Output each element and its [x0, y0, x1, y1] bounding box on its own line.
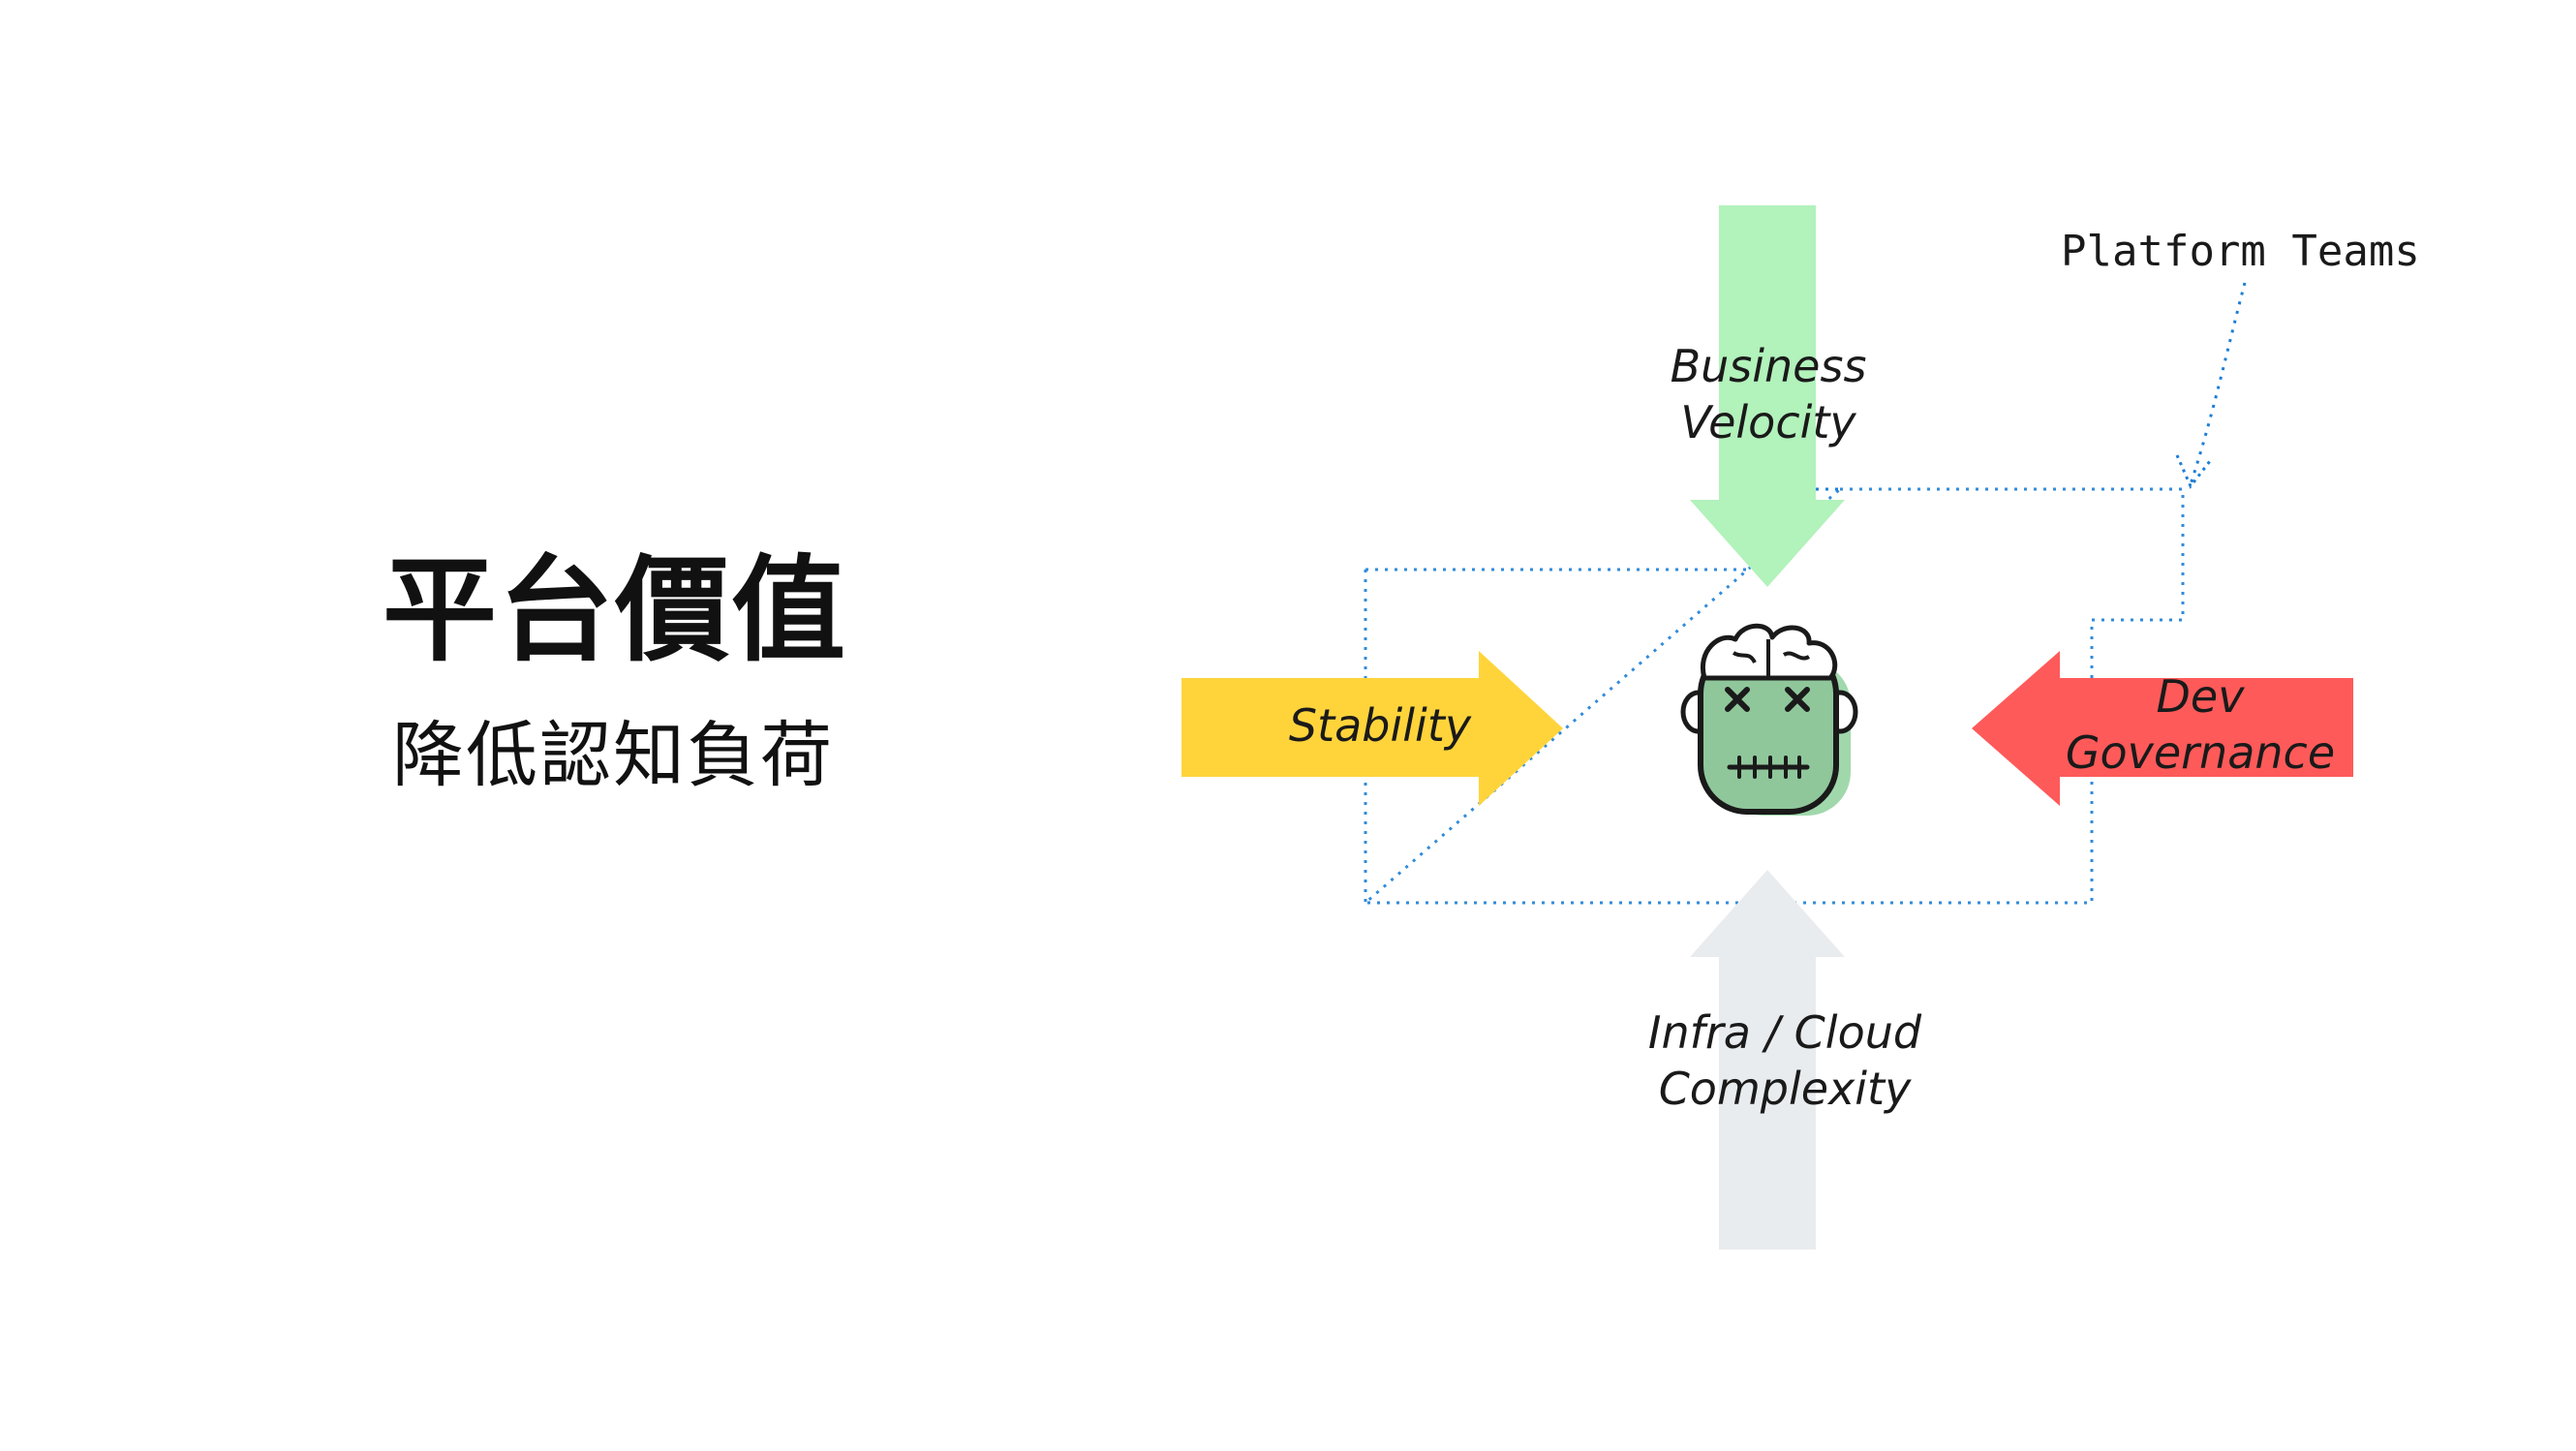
- business-velocity-label-line2: Velocity: [1680, 396, 1856, 448]
- infra-complexity-arrow: [1690, 870, 1845, 1250]
- dev-governance-label-line2: Governance: [2066, 726, 2335, 779]
- business-velocity-arrow: [1690, 205, 1845, 587]
- overwhelmed-brain-head-icon: [1680, 623, 1858, 816]
- platform-teams-label: Platform Teams: [2061, 227, 2420, 276]
- page-title: 平台價值: [383, 543, 848, 677]
- stability-arrow: [1181, 651, 1563, 806]
- stability-label: Stability: [1289, 699, 1472, 752]
- dev-governance-arrow: [1972, 651, 2353, 806]
- dev-governance-label-line1: Dev: [2157, 670, 2246, 723]
- infra-complexity-label-line2: Complexity: [1659, 1063, 1912, 1115]
- annotation-arrowhead: [2175, 454, 2212, 489]
- business-velocity-label-line1: Business: [1671, 340, 1867, 392]
- annotation-pointer: [2189, 282, 2247, 485]
- page-subtitle: 降低認知負荷: [392, 714, 834, 797]
- infra-complexity-label-line1: Infra / Cloud: [1648, 1006, 1922, 1059]
